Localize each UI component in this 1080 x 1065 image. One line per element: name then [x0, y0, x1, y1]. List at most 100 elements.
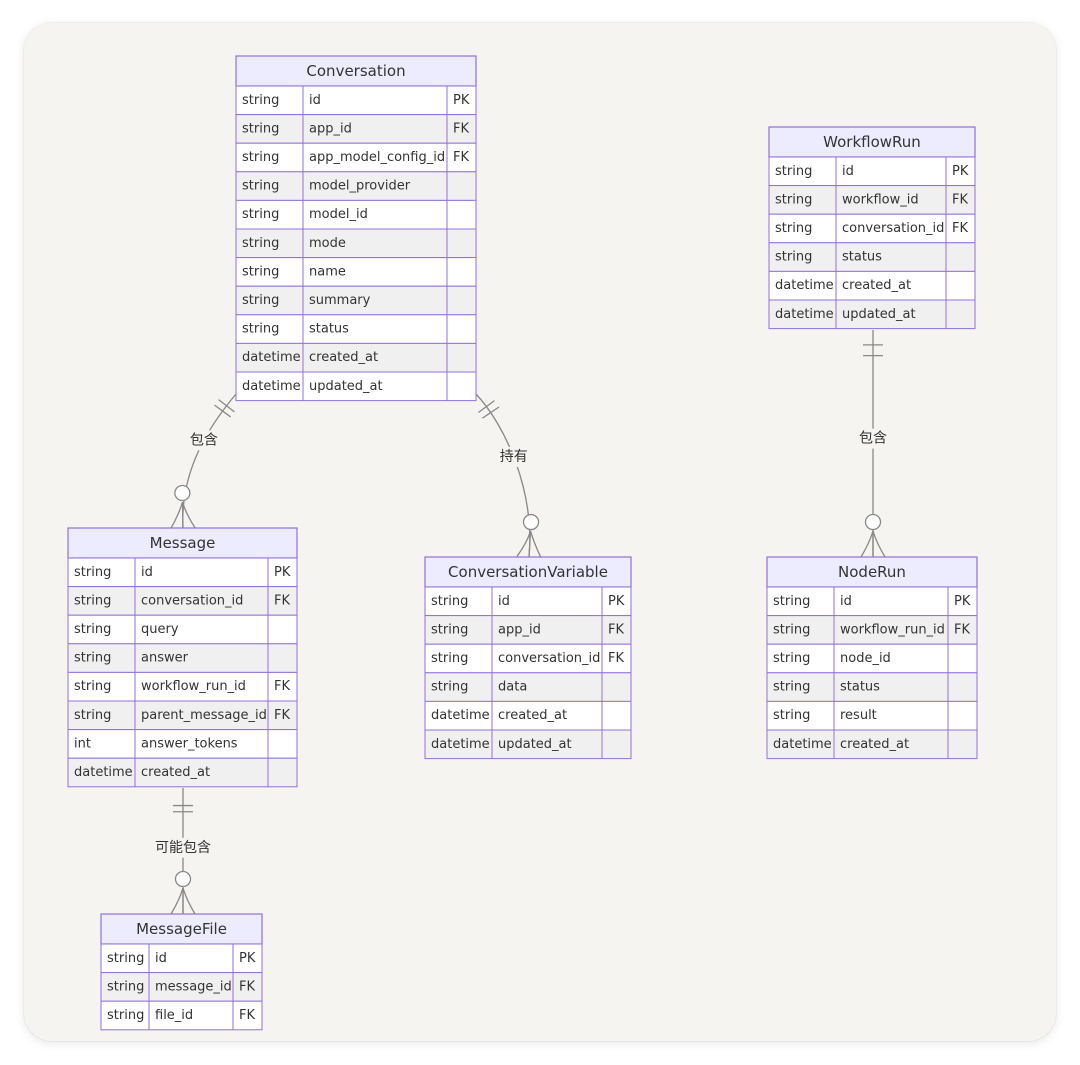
attribute-key: FK	[954, 622, 970, 637]
attribute-name: created_at	[141, 765, 210, 780]
attribute-key: FK	[952, 221, 968, 236]
crow-foot-prong	[860, 530, 874, 558]
attribute-type: string	[431, 680, 468, 695]
attribute-name: app_model_config_id	[309, 150, 445, 165]
entity-title: MessageFile	[136, 920, 227, 938]
crow-foot-prong	[170, 887, 184, 915]
row-background	[67, 700, 298, 731]
attribute-key: PK	[453, 93, 470, 108]
entity-header	[100, 913, 263, 945]
cardinality-circle	[174, 484, 191, 502]
row-background	[67, 557, 298, 588]
crow-foot-prong	[529, 530, 542, 558]
attribute-key: PK	[274, 565, 291, 580]
cardinality-circle	[864, 513, 882, 531]
attribute-name: summary	[309, 293, 371, 308]
attribute-name: file_id	[155, 1008, 193, 1023]
attribute-name: created_at	[840, 737, 909, 752]
cardinality-circle	[522, 513, 540, 531]
attribute-type: datetime	[74, 765, 133, 780]
cardinality-bar	[218, 399, 235, 413]
attribute-type: string	[74, 593, 111, 608]
row-background	[768, 242, 976, 272]
attribute-key: PK	[952, 164, 969, 179]
row-background	[766, 643, 978, 674]
attribute-name: data	[498, 680, 527, 695]
attribute-type: string	[74, 651, 111, 666]
row-background	[235, 342, 477, 373]
attribute-type: string	[242, 179, 279, 194]
attribute-key: FK	[274, 679, 290, 694]
attribute-type: string	[773, 680, 810, 695]
attribute-name: id	[840, 594, 852, 609]
relationship-label-bg	[495, 446, 532, 467]
attribute-type: string	[242, 93, 279, 108]
attribute-name: app_id	[309, 121, 352, 136]
relationship-line	[475, 393, 531, 558]
crow-foot-prong	[516, 530, 532, 557]
attribute-name: id	[498, 594, 510, 609]
attribute-row: string data	[424, 672, 632, 702]
attribute-key: FK	[239, 979, 255, 994]
attribute-name: conversation_id	[141, 593, 243, 608]
attribute-name: id	[141, 565, 153, 580]
row-background	[766, 700, 978, 731]
attribute-type: string	[242, 121, 279, 136]
row-background	[67, 729, 298, 759]
attribute-type: string	[431, 622, 468, 637]
attribute-row: string answer	[67, 643, 298, 673]
attribute-type: string	[74, 679, 111, 694]
attribute-key: FK	[239, 1008, 255, 1023]
row-background	[768, 213, 976, 244]
attribute-name: model_id	[309, 207, 368, 222]
attribute-name: answer_tokens	[141, 736, 238, 751]
attribute-type: string	[242, 322, 279, 337]
row-background	[766, 672, 978, 702]
row-background	[768, 156, 976, 187]
attribute-name: answer	[141, 651, 189, 666]
relationship-label-bg	[185, 430, 222, 451]
attribute-name: conversation_id	[498, 651, 600, 666]
attribute-name: id	[842, 164, 854, 179]
attribute-type: string	[431, 651, 468, 666]
row-background	[766, 729, 978, 760]
attribute-type: string	[773, 651, 810, 666]
attribute-type: datetime	[773, 737, 832, 752]
entity-title: NodeRun	[838, 563, 906, 581]
attribute-key: FK	[608, 622, 624, 637]
attribute-type: string	[107, 951, 144, 966]
entity-header	[768, 126, 976, 158]
relationship-conv-var: 持有	[475, 393, 542, 558]
row-background	[235, 142, 477, 173]
attribute-key: FK	[274, 708, 290, 723]
row-background	[100, 972, 263, 1002]
attribute-key: PK	[954, 594, 971, 609]
attribute-key: FK	[453, 150, 469, 165]
row-background	[766, 586, 978, 617]
attribute-name: node_id	[840, 651, 891, 666]
attribute-type: datetime	[431, 708, 490, 723]
relationship-msg-file: 可能包含	[150, 788, 216, 915]
row-background	[424, 615, 632, 645]
row-background	[235, 371, 477, 402]
cardinality-bar	[214, 404, 232, 418]
attribute-row: datetime created_at	[766, 729, 978, 760]
attribute-key: PK	[608, 594, 625, 609]
attribute-key: FK	[608, 651, 624, 666]
attribute-name: status	[842, 250, 882, 265]
entity-title: WorkflowRun	[823, 133, 921, 151]
